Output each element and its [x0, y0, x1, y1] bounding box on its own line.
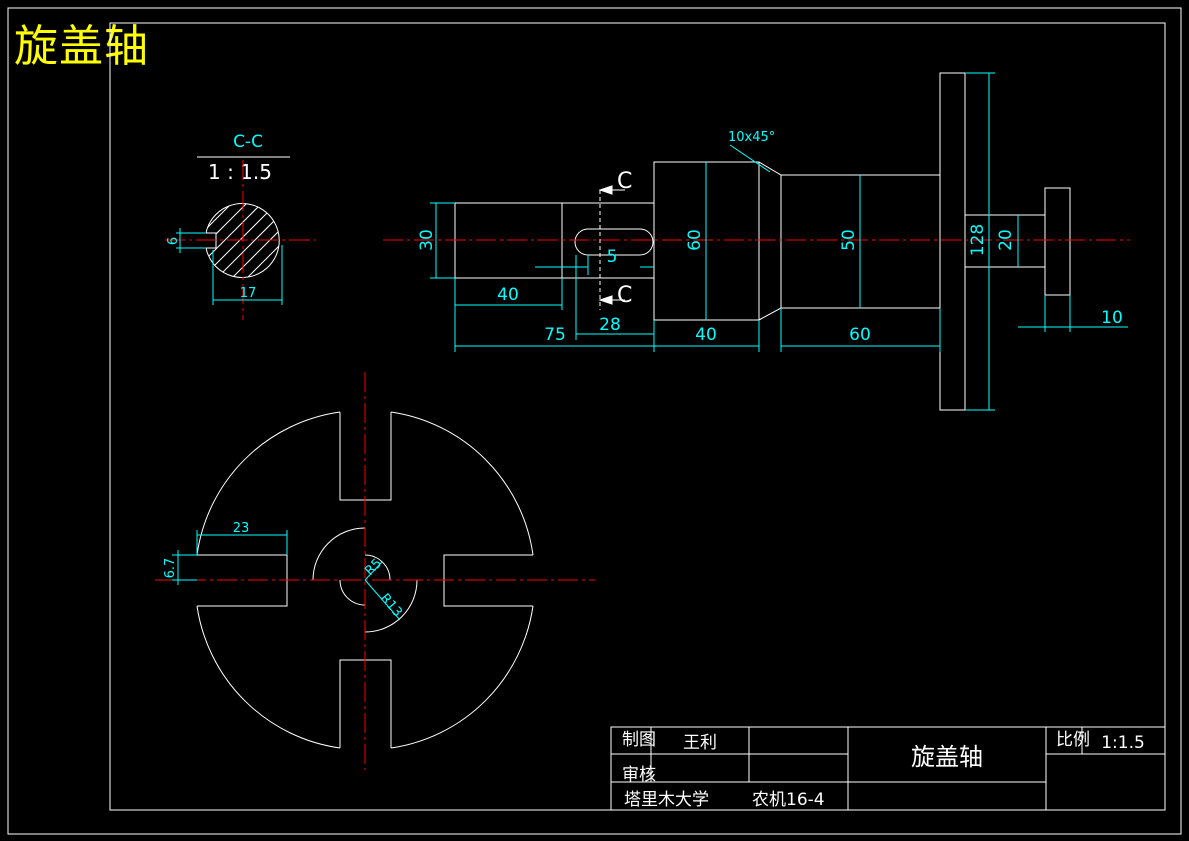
section-view: C-C 1 : 1.5 6	[165, 132, 315, 320]
chamfer-leader	[729, 144, 771, 173]
main-view: C C 10x45° 30 40 5 28	[383, 72, 1130, 411]
section-dim-6	[176, 228, 205, 253]
section-mark-top: C	[617, 169, 632, 194]
disc-dim-r5-label: R5	[362, 556, 385, 579]
part-name: 旋盖轴	[911, 743, 983, 771]
dim-len40	[454, 278, 563, 352]
dim-d20-label: 20	[996, 229, 1016, 251]
label-made: 制图	[622, 730, 656, 750]
section-dim-17	[212, 245, 283, 305]
dim-d60-label: 60	[685, 229, 705, 251]
section-dim-17-label: 17	[240, 286, 257, 301]
dim-len75	[455, 320, 655, 352]
dim-len10	[1018, 295, 1128, 332]
dim-len60	[780, 308, 941, 352]
dim-d50-label: 50	[839, 229, 859, 251]
disc-view: 23 6.7 R5 R13	[155, 372, 595, 770]
dim-keyslot	[535, 255, 654, 275]
section-outline	[205, 203, 280, 278]
section-scale: 1 : 1.5	[208, 160, 272, 184]
title-block	[610, 726, 1166, 811]
dim-len75-label: 75	[544, 325, 566, 345]
disc-dim-r13-leader	[364, 579, 401, 621]
dim-d30	[430, 202, 455, 279]
dim-len10-label: 10	[1101, 308, 1123, 328]
dim-len28	[575, 255, 654, 340]
dim-len40b	[654, 320, 760, 352]
disc-dim-23	[196, 530, 288, 555]
dim-d128-label: 128	[968, 224, 988, 256]
disc-dim-67	[172, 550, 197, 585]
chamfer-label: 10x45°	[728, 130, 775, 145]
dim-d128	[965, 72, 995, 411]
scale-value: 1:1.5	[1101, 733, 1145, 753]
disc-dim-r13-label: R13	[377, 591, 405, 620]
drawing-title: 旋盖轴	[14, 21, 149, 72]
dim-len40-label: 40	[497, 285, 519, 305]
class-name: 农机16-4	[752, 790, 825, 810]
label-scale: 比例	[1056, 730, 1090, 750]
drawing-frame	[7, 7, 1182, 835]
disc-dim-23-label: 23	[233, 521, 250, 536]
section-label: C-C	[233, 132, 263, 152]
disc-dim-67-label: 6.7	[163, 558, 178, 579]
school-name: 塔里木大学	[624, 790, 709, 810]
dim-len28-label: 28	[599, 315, 621, 335]
section-dim-6-label: 6	[166, 237, 181, 245]
dim-d30-label: 30	[417, 229, 437, 251]
disc-outline	[196, 411, 534, 749]
dim-len60-label: 60	[849, 325, 871, 345]
section-arrows	[598, 185, 625, 305]
dim-len40b-label: 40	[695, 325, 717, 345]
label-check: 审核	[622, 765, 656, 785]
section-mark-bottom: C	[617, 283, 632, 308]
drafter-name: 王利	[683, 733, 717, 753]
dim-keyslot-label: 5	[607, 247, 618, 267]
disc-dim-r5-leader	[364, 561, 383, 581]
